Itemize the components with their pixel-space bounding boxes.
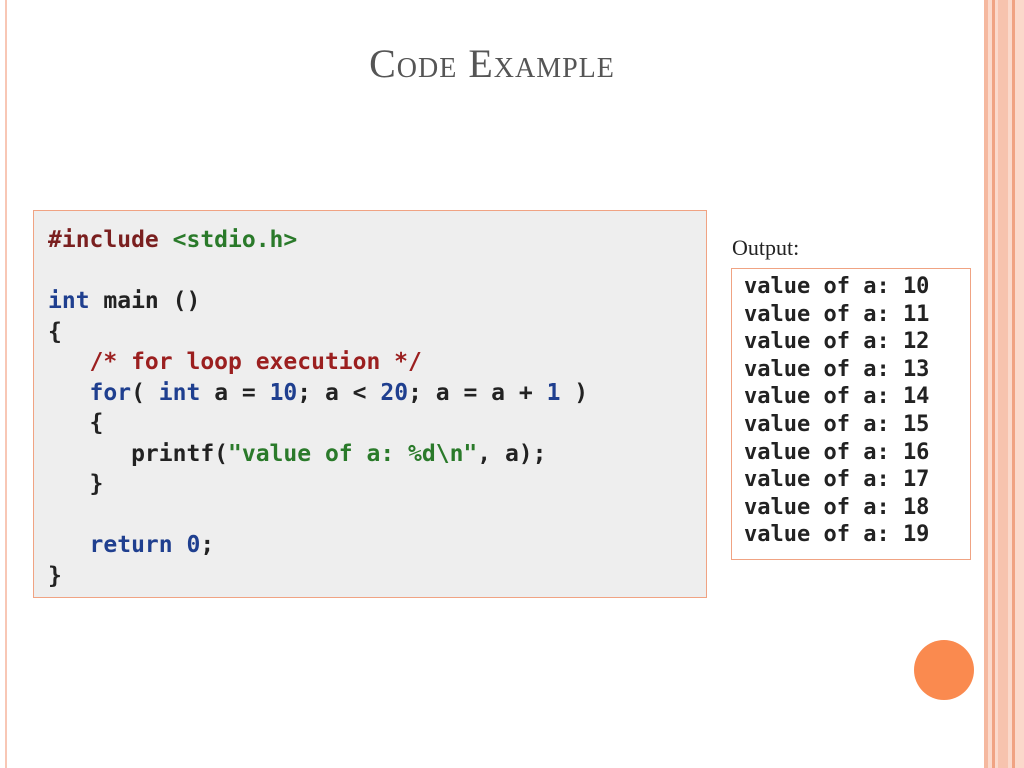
code-token: int — [48, 288, 104, 314]
code-line — [48, 256, 706, 287]
code-line: for( int a = 10; a < 20; a = a + 1 ) — [48, 378, 706, 409]
code-token: } — [48, 562, 62, 589]
code-block: #include <stdio.h>int main (){ /* for lo… — [33, 210, 707, 598]
border-stripe — [984, 0, 988, 768]
output-line: value of a: 14 — [744, 384, 930, 410]
output-line: value of a: 12 — [744, 329, 930, 355]
code-line — [48, 500, 706, 531]
code-line: /* for loop execution */ — [48, 347, 706, 378]
output-line: value of a: 11 — [744, 301, 930, 327]
output-line: value of a: 19 — [744, 522, 930, 548]
code-line: } — [48, 469, 706, 500]
code-token: 10 — [269, 379, 298, 406]
code-line: #include <stdio.h> — [48, 225, 706, 256]
output-line: value of a: 18 — [744, 494, 930, 520]
code-token: 1 — [546, 379, 561, 406]
right-decorative-border — [984, 0, 1024, 768]
code-token: printf( — [48, 440, 229, 467]
code-token: 0 — [186, 532, 201, 558]
code-token: ) — [560, 379, 589, 406]
output-label: Output: — [732, 235, 800, 260]
code-line: int main () — [48, 286, 706, 317]
code-token: 20 — [380, 379, 409, 406]
code-line: { — [48, 408, 706, 439]
output-line: value of a: 17 — [744, 467, 930, 493]
code-line: { — [48, 317, 706, 348]
code-token: "value of a: %d\n" — [228, 440, 478, 467]
border-stripe — [1012, 0, 1015, 768]
border-stripe — [998, 0, 1008, 768]
code-token: ; a < — [297, 379, 381, 406]
code-token: ; a = a + — [408, 379, 547, 406]
code-token: { — [48, 318, 62, 345]
output-line: value of a: 16 — [744, 439, 930, 465]
output-line: value of a: 10 — [744, 274, 930, 299]
code-token: { — [48, 410, 104, 436]
code-token: ; — [200, 532, 215, 558]
code-token: return — [48, 532, 187, 558]
code-token: /* for loop execution */ — [48, 349, 422, 375]
code-token: #include — [48, 227, 173, 253]
border-stripe — [992, 0, 995, 768]
slide-title: Code Example — [369, 41, 615, 86]
code-token: , a); — [477, 440, 547, 467]
code-token: <stdio.h> — [172, 227, 298, 253]
code-token: for — [48, 379, 132, 406]
code-line: printf("value of a: %d\n", a); — [48, 439, 706, 470]
code-token: int — [158, 379, 215, 406]
code-token: } — [48, 471, 104, 497]
code-token: ( — [131, 379, 159, 406]
code-token: a = — [214, 379, 270, 406]
code-line: } — [48, 561, 706, 592]
code-token: main () — [103, 288, 201, 314]
left-border-rule — [0, 0, 7, 768]
output-line: value of a: 13 — [744, 356, 930, 382]
output-line: value of a: 15 — [744, 411, 930, 437]
decorative-circle — [914, 640, 974, 700]
code-line: return 0; — [48, 530, 706, 561]
